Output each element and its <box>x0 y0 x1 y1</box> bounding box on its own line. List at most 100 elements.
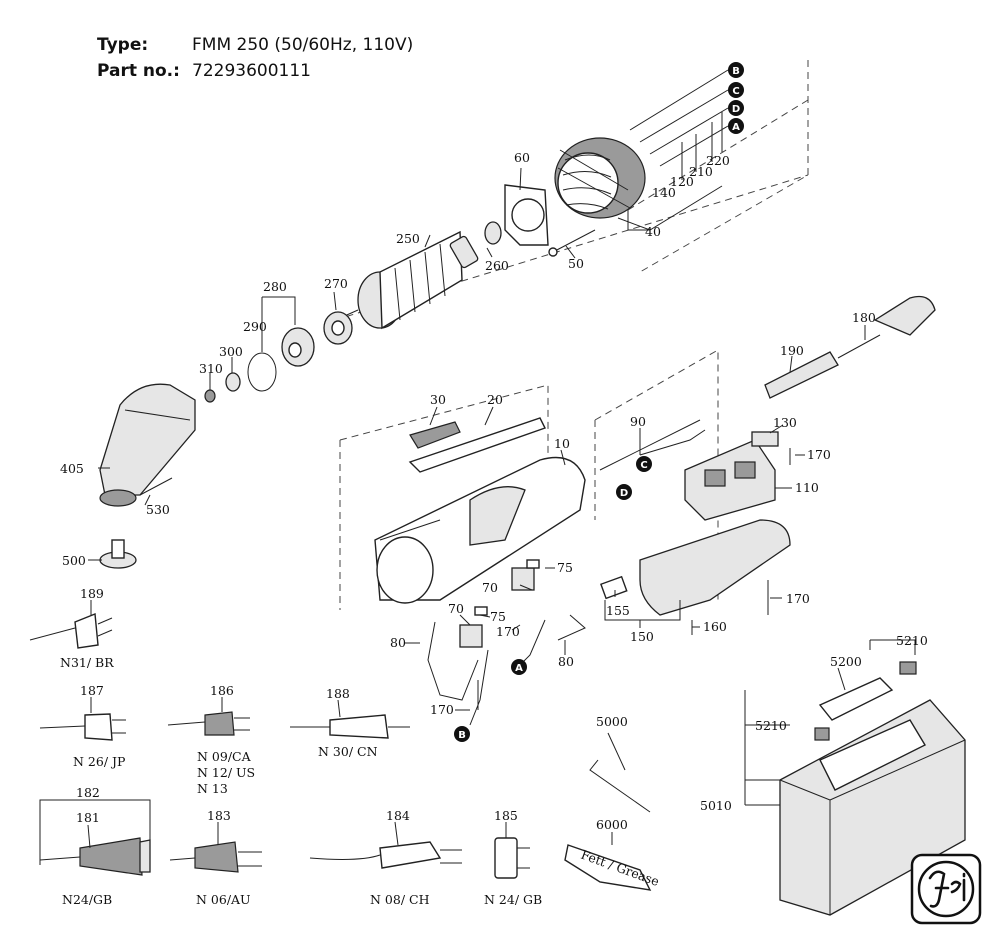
plug-186-icon <box>167 711 250 736</box>
label-130: 130 <box>773 415 797 430</box>
label-155: 155 <box>606 603 630 618</box>
plug-187-icon <box>39 713 126 741</box>
label-280: 280 <box>263 279 287 294</box>
screw-530 <box>139 477 173 496</box>
stator-wires <box>627 69 729 231</box>
part-number-label: Part no.: <box>97 61 180 81</box>
plug-182-number: 182 <box>76 785 100 800</box>
connector-bubble-d-top: D <box>728 100 744 116</box>
nut-310 <box>204 389 216 403</box>
label-40: 40 <box>645 224 661 239</box>
washer-300 <box>225 372 241 392</box>
plug-182-icon <box>39 837 151 876</box>
label-140: 140 <box>652 185 676 200</box>
grease-tube-6000: Fett / Grease <box>564 844 661 891</box>
svg-text:C: C <box>640 460 647 471</box>
label-150: 150 <box>630 629 654 644</box>
label-260: 260 <box>485 258 509 273</box>
plug-185-caption: N 24/ GB <box>484 892 542 907</box>
stator-field-coil <box>554 137 646 219</box>
plug-183-icon <box>169 841 262 873</box>
label-170-cover: 170 <box>786 591 810 606</box>
connector-bubble-c-mid: C <box>636 456 652 472</box>
plug-185-number: 185 <box>494 808 518 823</box>
label-80-left: 80 <box>390 635 406 650</box>
bearing-270 <box>323 311 353 345</box>
label-70-lower: 70 <box>448 601 464 616</box>
label-120: 120 <box>670 174 694 189</box>
svg-text:B: B <box>732 66 740 77</box>
plug-181-number: 181 <box>76 810 100 825</box>
label-405: 405 <box>60 461 84 476</box>
part-number-value: 72293600111 <box>192 61 311 81</box>
plug-183-number: 183 <box>207 808 231 823</box>
motor-housing-10 <box>374 456 586 604</box>
hex-key-5000 <box>589 759 651 813</box>
plug-186-number: 186 <box>210 683 234 698</box>
housing-cover-150 <box>600 519 791 616</box>
label-180: 180 <box>852 310 876 325</box>
plug-184-number: 184 <box>386 808 410 823</box>
plug-184-icon <box>309 841 462 869</box>
label-5210-left: 5210 <box>755 718 787 733</box>
label-310: 310 <box>199 361 223 376</box>
label-5200: 5200 <box>830 654 862 669</box>
armature-250 <box>339 230 479 330</box>
bearing-260 <box>484 221 502 245</box>
screw-50 <box>548 229 596 257</box>
plug-187-number: 187 <box>80 683 104 698</box>
cable-90 <box>599 419 706 471</box>
type-row: Type:FMM 250 (50/60Hz, 110V) <box>97 35 413 55</box>
eccentric-280 <box>281 327 315 367</box>
plug-189-icon <box>29 613 113 649</box>
plug-leaders <box>39 600 507 865</box>
gear-head-405 <box>99 383 196 507</box>
clamping-flange-500 <box>99 539 137 569</box>
svg-text:D: D <box>620 488 628 499</box>
connector-bubble-b-low: B <box>454 726 470 742</box>
connector-bubble-a-low: A <box>511 659 527 675</box>
type-value: FMM 250 (50/60Hz, 110V) <box>192 35 414 55</box>
part-number-row: Part no.: 72293600111 <box>97 61 311 81</box>
label-300: 300 <box>219 344 243 359</box>
switch-button-30 <box>409 421 461 449</box>
plug-186-caption-3: N 13 <box>197 781 228 796</box>
plug-188-number: 188 <box>326 686 350 701</box>
label-530: 530 <box>146 502 170 517</box>
label-170-clamp: 170 <box>807 447 831 462</box>
svg-text:A: A <box>732 122 740 133</box>
label-5210-top: 5210 <box>896 633 928 648</box>
plug-187-caption: N 26/ JP <box>73 754 125 769</box>
label-290: 290 <box>243 319 267 334</box>
label-30: 30 <box>430 392 446 407</box>
leader-lines <box>88 167 916 845</box>
label-80-right: 80 <box>558 654 574 669</box>
label-70-upper: 70 <box>482 580 498 595</box>
label-270: 270 <box>324 276 348 291</box>
label-110: 110 <box>795 480 819 495</box>
plug-182-caption: N24/GB <box>62 892 112 907</box>
part-labels: 220 210 120 140 40 60 50 260 250 270 280… <box>60 150 928 832</box>
label-90: 90 <box>630 414 646 429</box>
handle-5200 <box>818 677 894 721</box>
label-50: 50 <box>568 256 584 271</box>
plug-185-icon <box>494 837 530 879</box>
connector-bubble-c-top: C <box>728 82 744 98</box>
plug-186-caption-2: N 12/ US <box>197 765 255 780</box>
label-220: 220 <box>706 153 730 168</box>
label-6000: 6000 <box>596 817 628 832</box>
label-5000: 5000 <box>596 714 628 729</box>
plug-188-caption: N 30/ CN <box>318 744 378 759</box>
label-170-lower: 170 <box>430 702 454 717</box>
plug-labels: 189 N31/ BR 187 N 26/ JP 186 N 09/CA N 1… <box>60 586 542 907</box>
label-10: 10 <box>554 436 570 451</box>
connector-bubble-d-mid: D <box>616 484 632 500</box>
bearing-bracket-60 <box>504 184 549 246</box>
latch-5210-b <box>899 661 917 675</box>
cable-sleeve-190 <box>764 351 839 399</box>
label-75-upper: 75 <box>557 560 573 575</box>
latch-5210-a <box>814 727 830 741</box>
label-210: 210 <box>689 164 713 179</box>
connector-bubble-a-top: A <box>728 118 744 134</box>
cable-clamp-130 <box>751 431 779 447</box>
